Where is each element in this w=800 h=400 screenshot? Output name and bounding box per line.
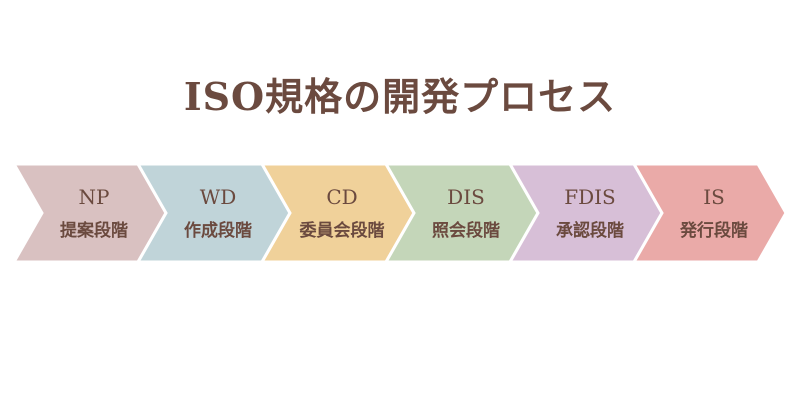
page-title: ISO規格の開発プロセス: [183, 74, 617, 119]
step-abbr: WD: [200, 185, 237, 209]
step-label: 提案段階: [60, 220, 128, 241]
step-label: 作成段階: [184, 220, 252, 241]
step-np: NP 提案段階: [11, 162, 168, 264]
step-cd: CD 委員会段階: [259, 162, 416, 264]
step-abbr: DIS: [447, 185, 485, 209]
chevron-shape: [631, 162, 788, 264]
step-abbr: FDIS: [564, 185, 616, 209]
chevron-shape: [11, 162, 168, 264]
step-is: IS 発行段階: [631, 162, 788, 264]
step-abbr: NP: [79, 185, 110, 209]
step-abbr: CD: [326, 185, 357, 209]
step-label: 委員会段階: [299, 220, 385, 241]
step-label: 発行段階: [679, 220, 748, 241]
step-label: 承認段階: [556, 220, 624, 241]
step-label: 照会段階: [432, 220, 500, 241]
step-abbr: IS: [703, 185, 725, 209]
